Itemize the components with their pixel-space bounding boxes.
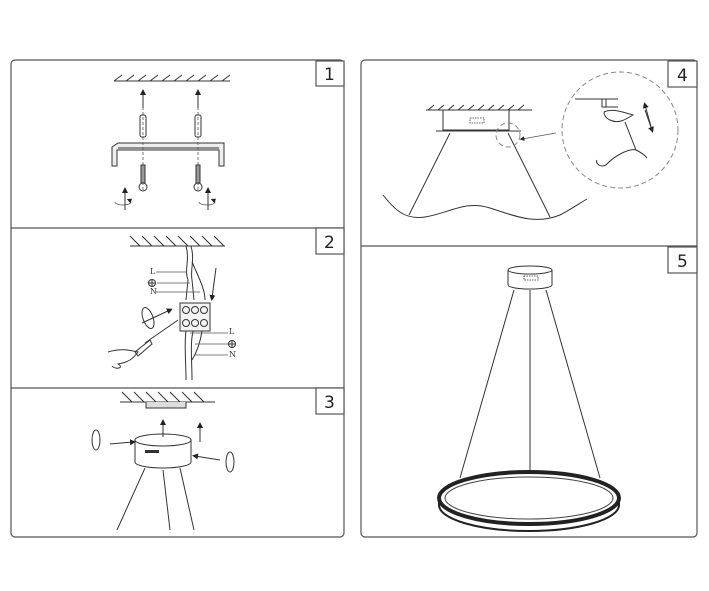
step-5-panel: 5 (437, 246, 698, 532)
pendant-canopy (507, 265, 553, 290)
detail-callout-small (495, 122, 521, 148)
pendant-wires (459, 289, 601, 479)
side-screw-right (192, 453, 221, 461)
step-1-number: 1 (324, 65, 335, 85)
screwdriver-hand (107, 307, 179, 369)
step-2-number: 2 (324, 233, 335, 253)
step-3-badge (315, 387, 345, 415)
lamp-cable (184, 330, 203, 381)
step-3-panel: 3 (91, 387, 345, 531)
label-neutral-top: N (150, 287, 157, 296)
ceiling-hatch (129, 235, 225, 247)
step-1-panel: 1 (111, 60, 345, 210)
screw-anchor-right (193, 89, 217, 210)
label-live-top: L (150, 267, 156, 276)
step-5-number: 5 (677, 252, 688, 272)
led-ring (437, 470, 621, 532)
step-1-badge (315, 60, 345, 87)
screw-anchor-left (114, 89, 148, 210)
step-2-panel: 2 L N L N (107, 227, 345, 381)
earth-symbol-bottom (228, 340, 236, 348)
ceiling-canopy (426, 104, 532, 132)
step-2-badge (315, 227, 345, 255)
cables-and-wavy-line (382, 132, 588, 220)
label-neutral-bottom: N (229, 350, 236, 359)
step-5-badge (667, 246, 698, 274)
step-4-panel: 4 (382, 60, 698, 220)
step-4-number: 4 (677, 66, 688, 86)
ceiling-hatch (113, 74, 231, 82)
step-3-number: 3 (324, 393, 335, 413)
step-4-badge (667, 60, 698, 88)
mounting-bracket (111, 142, 225, 167)
detail-callout-large (561, 71, 679, 189)
suspension-wires (116, 467, 195, 531)
supply-cable (185, 245, 206, 301)
ceiling-with-bracket (120, 391, 215, 409)
left-panel (10, 59, 345, 538)
label-live-bottom: L (229, 327, 235, 336)
height-adjust-detail (575, 98, 654, 167)
right-panel (360, 59, 698, 538)
earth-symbol-top (148, 279, 156, 287)
side-screw-left (109, 439, 136, 446)
terminal-block (179, 302, 211, 332)
